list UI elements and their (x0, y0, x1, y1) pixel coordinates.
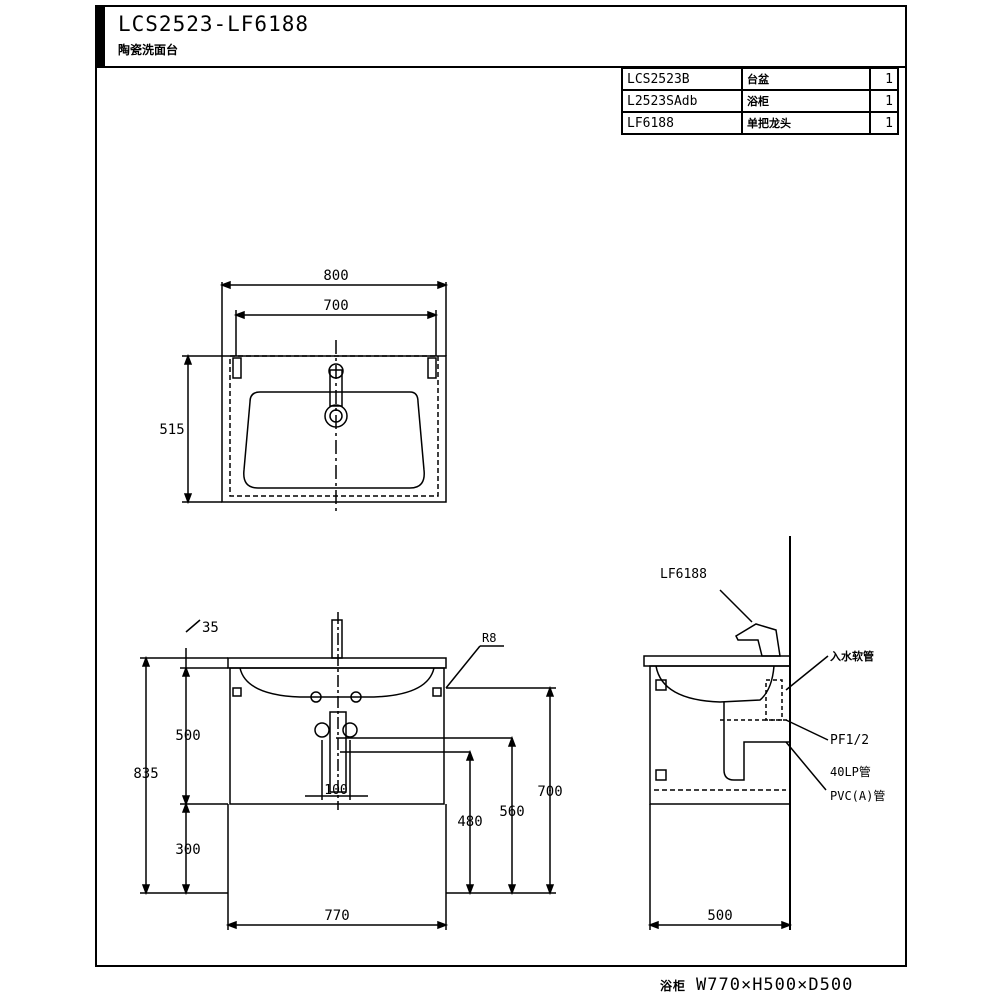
footer-dims: W770×H500×D500 (696, 975, 854, 995)
drawing-frame (95, 5, 907, 967)
cabinet-body (229, 667, 445, 805)
dim-label-700: 700 (323, 298, 348, 314)
side-hinge-bottom (655, 769, 667, 781)
dim-arrows (141, 655, 151, 896)
bowl-outline (243, 391, 425, 489)
parts-row: LCS2523B 台盆 1 (621, 67, 899, 91)
drain-outer (324, 404, 348, 428)
top-view: 800 700 515 (159, 268, 449, 515)
leader-faucet (719, 589, 753, 623)
dim-arrows (181, 665, 191, 896)
title-accent-bar (95, 5, 105, 67)
dim-label-500: 500 (175, 728, 200, 744)
dim-arrows (647, 920, 793, 930)
hinge-left (232, 687, 242, 697)
label-pvc: PVC(A)管 (830, 788, 885, 803)
product-subtitle: 陶瓷洗面台 (118, 43, 179, 57)
dim-arrows (219, 280, 449, 290)
dim-label-835: 835 (133, 766, 158, 782)
dim-arrows (225, 920, 449, 930)
part-code: LCS2523B (621, 67, 743, 91)
label-faucet: LF6188 (660, 567, 707, 582)
dim-label-700: 700 (537, 784, 562, 800)
parts-row: L2523SAdb 浴柜 1 (621, 89, 899, 113)
side-hinge-top (655, 679, 667, 691)
valve-left (310, 691, 322, 703)
part-name: 浴柜 (741, 89, 871, 113)
side-bowl-profile (655, 665, 775, 703)
bowl-profile (239, 667, 435, 698)
faucet-top (329, 369, 343, 407)
dim-label-side-500: 500 (707, 908, 732, 924)
dim-arrows (465, 685, 555, 896)
mount-slot-right (427, 357, 437, 379)
part-code: LF6188 (621, 111, 743, 135)
part-qty: 1 (869, 89, 899, 113)
side-view: LF6188 入水软管 PF1/2 40LP管 PVC(A)管 500 (643, 536, 885, 930)
title-divider (95, 66, 907, 68)
faucet-handle-circle (328, 363, 344, 379)
dim-label-770: 770 (324, 908, 349, 924)
cabinet-dimensions: 浴柜 W770×H500×D500 (660, 975, 853, 995)
basin-hidden-edge (229, 355, 439, 497)
side-valve (765, 679, 783, 721)
side-countertop (643, 655, 791, 667)
part-code: L2523SAdb (621, 89, 743, 113)
leader-pf (785, 719, 829, 741)
part-qty: 1 (869, 67, 899, 91)
supply-left (314, 722, 330, 738)
countertop (227, 657, 447, 669)
dim-label-35: 35 (202, 620, 219, 636)
dim-arrows (233, 310, 439, 320)
footer-label: 浴柜 (660, 979, 687, 993)
dim-label-300: 300 (175, 842, 200, 858)
dim-label-480: 480 (457, 814, 482, 830)
leader-35 (185, 619, 201, 633)
valve-right (350, 691, 362, 703)
supply-right (342, 722, 358, 738)
part-name: 单把龙头 (741, 111, 871, 135)
label-40lp: 40LP管 (830, 764, 871, 779)
dim-label-560: 560 (499, 804, 524, 820)
dim-label-100: 100 (324, 783, 347, 798)
side-trap (723, 702, 790, 781)
mount-slot-left (232, 357, 242, 379)
dim-label-515: 515 (159, 422, 184, 438)
part-name: 台盆 (741, 67, 871, 91)
side-faucet (735, 623, 781, 657)
label-water-hose: 入水软管 (830, 649, 874, 663)
dim-arrows (183, 353, 193, 505)
leader-40lp (785, 741, 827, 791)
parts-table: LCS2523B 台盆 1 L2523SAdb 浴柜 1 LF6188 单把龙头… (621, 67, 899, 135)
faucet-front (331, 619, 343, 659)
part-qty: 1 (869, 111, 899, 135)
callout-r8: R8 (482, 631, 496, 645)
parts-row: LF6188 单把龙头 1 (621, 111, 899, 135)
drain-inner (329, 409, 343, 423)
leader-r8 (445, 645, 481, 689)
side-cabinet (649, 665, 791, 805)
front-view: 100 35 500 835 300 R8 480 560 700 7 (133, 612, 563, 930)
model-number: LCS2523-LF6188 (118, 12, 310, 36)
label-pf: PF1/2 (830, 733, 869, 748)
dim-label-800: 800 (323, 268, 348, 284)
leader-water (785, 655, 829, 691)
hinge-right (432, 687, 442, 697)
